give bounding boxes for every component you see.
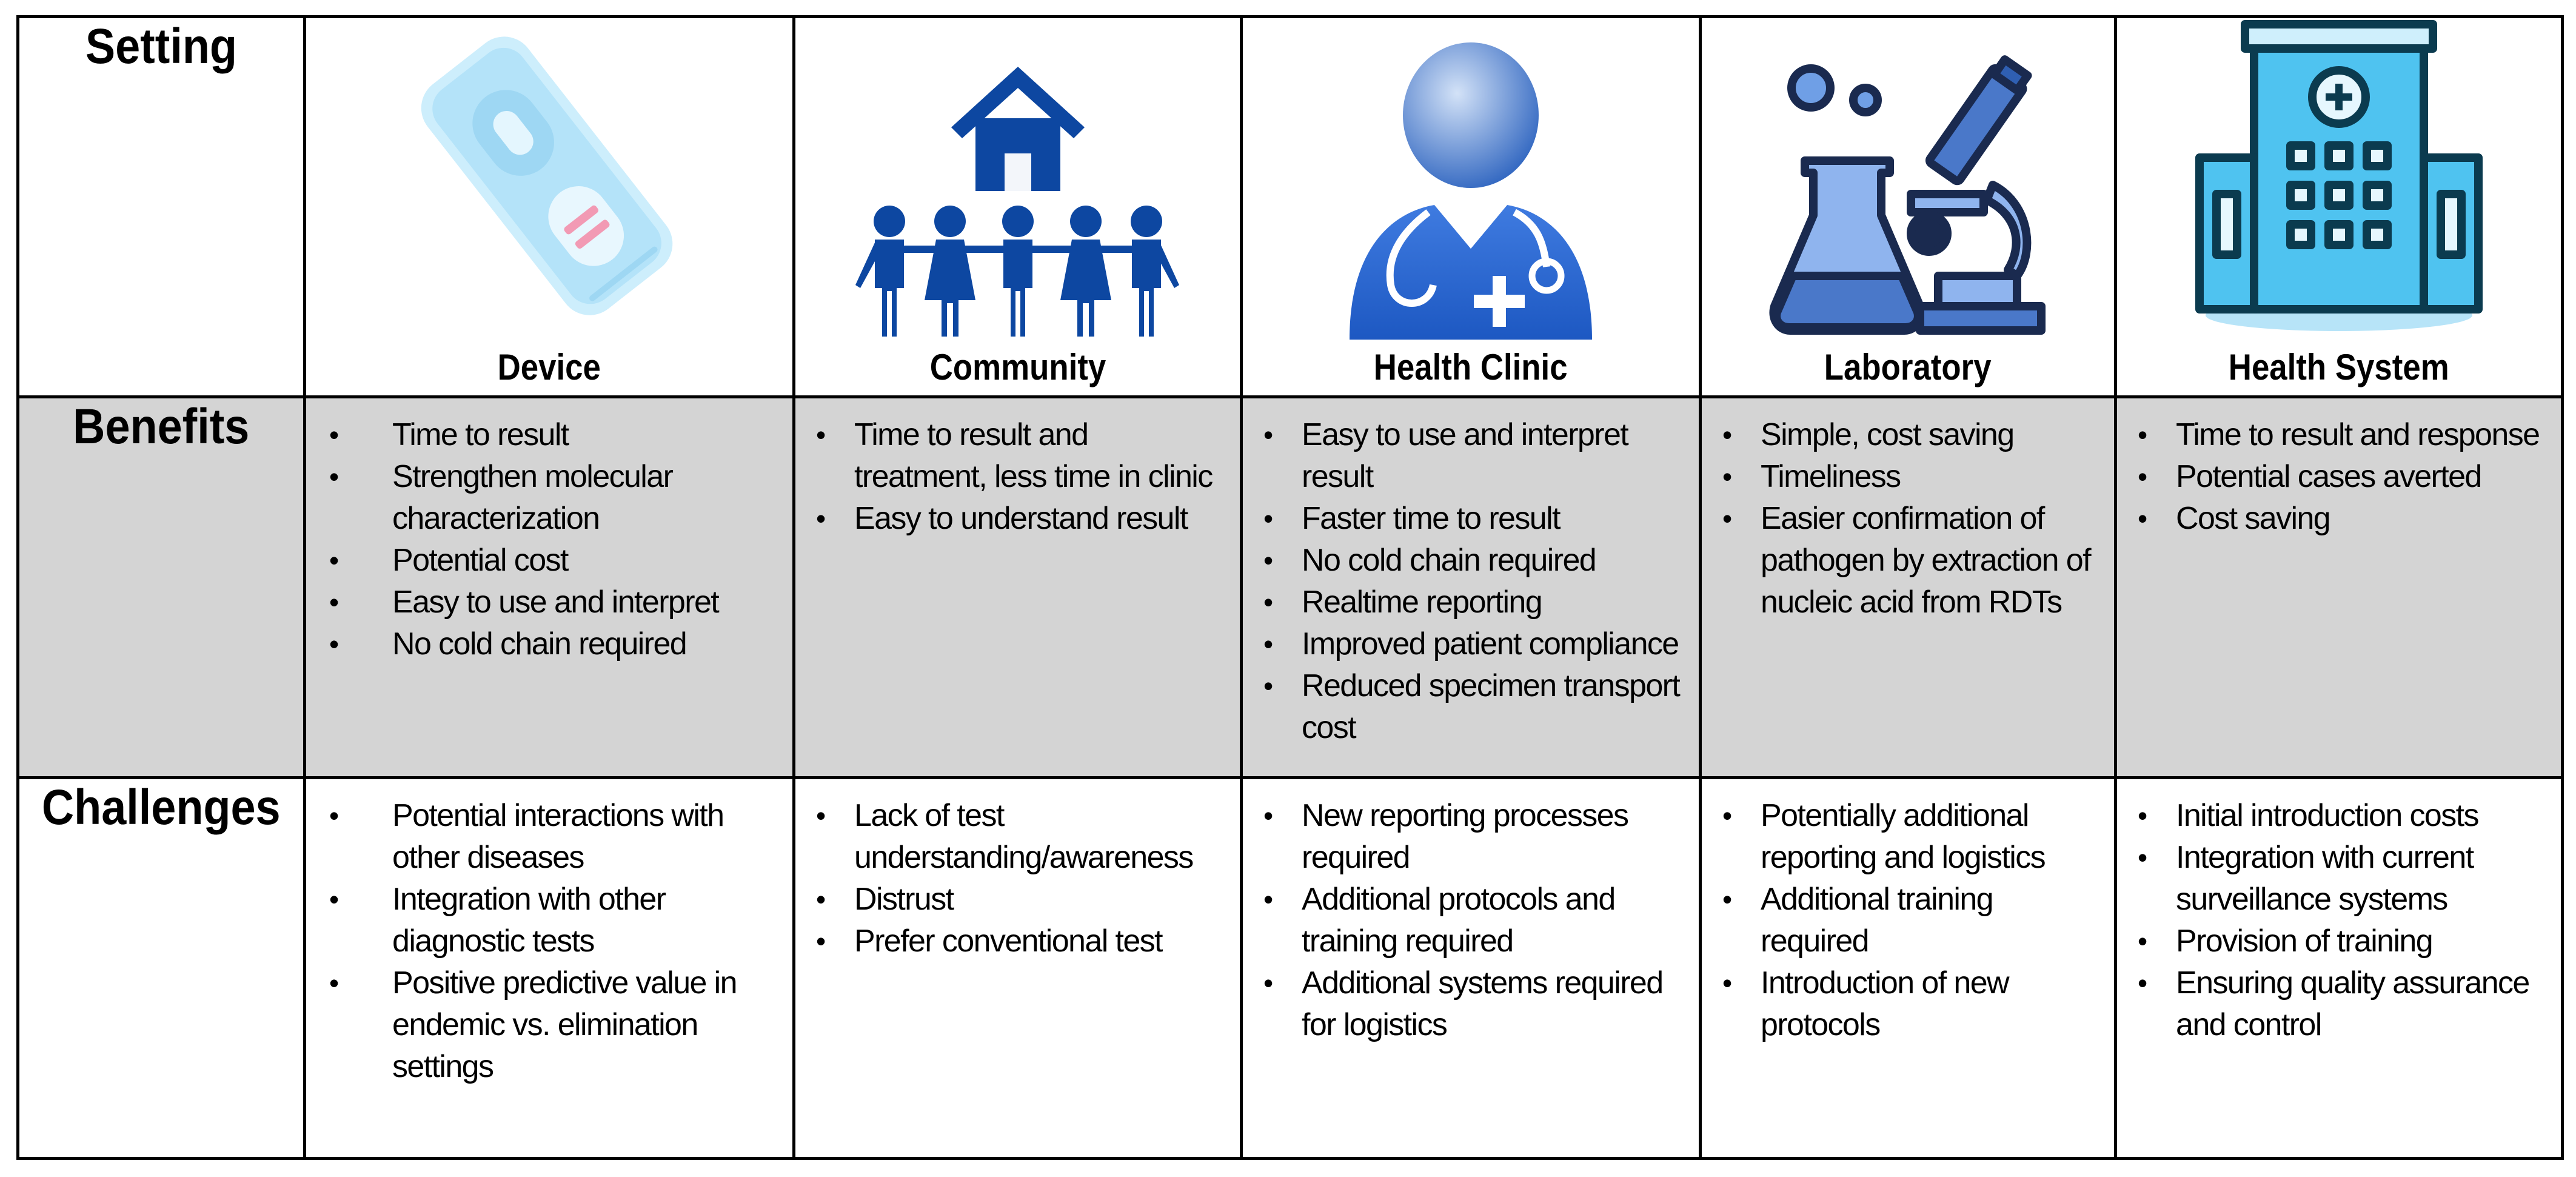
- benefit-item: Time to result: [306, 414, 786, 456]
- challenge-item: Potentially additional: [1702, 795, 2108, 837]
- setting-cell-laboratory: Laboratory: [1699, 15, 2117, 398]
- setting-cell-health-clinic: Health Clinic: [1240, 15, 1702, 398]
- doctor-icon: [1350, 42, 1592, 340]
- challenge-item: Initial introduction costs: [2117, 795, 2555, 837]
- rapid-test-device-icon: [421, 36, 673, 315]
- challenge-item: reporting and logistics: [1761, 840, 2046, 875]
- challenge-item: Additional systems required: [1243, 962, 1693, 1004]
- challenge-item: endemic vs. elimination: [392, 1007, 698, 1042]
- benefit-item: Reduced specimen transport: [1243, 665, 1693, 707]
- comparison-table: Setting Device: [16, 15, 2564, 1160]
- column-title-health-system: Health System: [2229, 347, 2449, 387]
- benefits-list-laboratory: Simple, cost savingTimelinessEasier conf…: [1702, 398, 2114, 623]
- benefit-item: Strengthen molecular: [306, 456, 786, 498]
- benefit-item: nucleic acid from RDTs: [1761, 585, 2062, 620]
- challenge-item: Integration with current: [2117, 837, 2555, 879]
- challenge-item: training required: [1302, 924, 1514, 959]
- benefit-item: pathogen by extraction of: [1761, 543, 2092, 578]
- row-header-challenges: Challenges: [16, 776, 306, 1160]
- column-title-health-clinic: Health Clinic: [1374, 347, 1568, 387]
- benefit-item: Timeliness: [1702, 456, 2108, 498]
- benefit-item: No cold chain required: [1243, 540, 1693, 582]
- benefit-item: Realtime reporting: [1243, 582, 1693, 623]
- column-title-community: Community: [929, 347, 1106, 387]
- benefit-item: Cost saving: [2117, 498, 2555, 540]
- challenges-list-health-system: Initial introduction costsIntegration wi…: [2117, 779, 2561, 1046]
- setting-cell-health-system: Health System: [2114, 15, 2564, 398]
- challenge-item: Additional protocols and: [1243, 879, 1693, 920]
- challenge-item: Provision of training: [2117, 920, 2555, 962]
- benefits-list-health-clinic: Easy to use and interpretresultFaster ti…: [1243, 398, 1699, 749]
- hospital-building-icon: [2195, 20, 2483, 331]
- challenge-item: Introduction of new: [1702, 962, 2108, 1004]
- challenge-item: understanding/awareness: [854, 840, 1194, 875]
- challenge-item: required: [1761, 924, 1870, 959]
- benefits-list-device: Time to resultStrengthen molecularcharac…: [306, 398, 792, 665]
- challenges-row: Challenges Potential interactions withot…: [16, 776, 2564, 1160]
- challenge-item: surveillance systems: [2176, 882, 2448, 917]
- column-title-laboratory: Laboratory: [1824, 347, 1992, 387]
- microscope-flask-icon: [1769, 55, 2046, 335]
- challenge-item: Potential interactions with: [306, 795, 786, 837]
- benefit-item: Potential cost: [306, 540, 786, 582]
- benefit-item: result: [1302, 459, 1374, 494]
- benefit-item: Easy to use and interpret: [306, 582, 786, 623]
- benefit-item: Time to result and response: [2117, 414, 2555, 456]
- challenge-item: Distrust: [795, 879, 1234, 920]
- challenge-item: for logistics: [1302, 1007, 1448, 1042]
- benefits-cell-health-system: Time to result and responsePotential cas…: [2114, 395, 2564, 779]
- benefit-item: Faster time to result: [1243, 498, 1693, 540]
- benefit-item: Potential cases averted: [2117, 456, 2555, 498]
- setting-row: Setting Device: [16, 15, 2564, 398]
- benefit-item: characterization: [392, 501, 600, 536]
- challenge-item: Prefer conventional test: [795, 920, 1234, 962]
- challenge-item: diagnostic tests: [392, 924, 595, 959]
- setting-cell-device: Device: [303, 15, 795, 398]
- challenge-item: Positive predictive value in: [306, 962, 786, 1004]
- challenge-item: Additional training: [1702, 879, 2108, 920]
- benefits-cell-health-clinic: Easy to use and interpretresultFaster ti…: [1240, 395, 1702, 779]
- benefits-cell-laboratory: Simple, cost savingTimelinessEasier conf…: [1699, 395, 2117, 779]
- benefit-item: Easier confirmation of: [1702, 498, 2108, 540]
- benefit-item: Easy to understand result: [795, 498, 1234, 540]
- challenges-cell-community: Lack of testunderstanding/awarenessDistr…: [792, 776, 1243, 1160]
- community-people-icon: [855, 67, 1179, 337]
- challenge-item: settings: [392, 1049, 494, 1084]
- column-title-device: Device: [497, 347, 601, 387]
- row-header-benefits: Benefits: [16, 395, 306, 779]
- challenge-item: other diseases: [392, 840, 584, 875]
- benefit-item: No cold chain required: [306, 623, 786, 665]
- benefits-cell-device: Time to resultStrengthen molecularcharac…: [303, 395, 795, 779]
- challenge-item: New reporting processes: [1243, 795, 1693, 837]
- benefit-item: Improved patient compliance: [1243, 623, 1693, 665]
- benefit-item: treatment, less time in clinic: [854, 459, 1213, 494]
- benefit-item: Simple, cost saving: [1702, 414, 2108, 456]
- benefit-item: cost: [1302, 710, 1357, 745]
- challenge-item: Ensuring quality assurance: [2117, 962, 2555, 1004]
- challenge-item: Integration with other: [306, 879, 786, 920]
- challenge-item: required: [1302, 840, 1411, 875]
- challenges-cell-health-clinic: New reporting processesrequiredAdditiona…: [1240, 776, 1702, 1160]
- challenges-list-health-clinic: New reporting processesrequiredAdditiona…: [1243, 779, 1699, 1046]
- row-header-setting: Setting: [16, 15, 306, 398]
- benefits-list-health-system: Time to result and responsePotential cas…: [2117, 398, 2561, 540]
- setting-cell-community: Community: [792, 15, 1243, 398]
- benefits-row: Benefits Time to resultStrengthen molecu…: [16, 395, 2564, 779]
- challenge-item: protocols: [1761, 1007, 1881, 1042]
- benefit-item: Easy to use and interpret: [1243, 414, 1693, 456]
- challenge-item: and control: [2176, 1007, 2322, 1042]
- benefit-item: Time to result and: [795, 414, 1234, 456]
- challenges-list-community: Lack of testunderstanding/awarenessDistr…: [795, 779, 1240, 962]
- challenge-item: Lack of test: [795, 795, 1234, 837]
- challenges-cell-health-system: Initial introduction costsIntegration wi…: [2114, 776, 2564, 1160]
